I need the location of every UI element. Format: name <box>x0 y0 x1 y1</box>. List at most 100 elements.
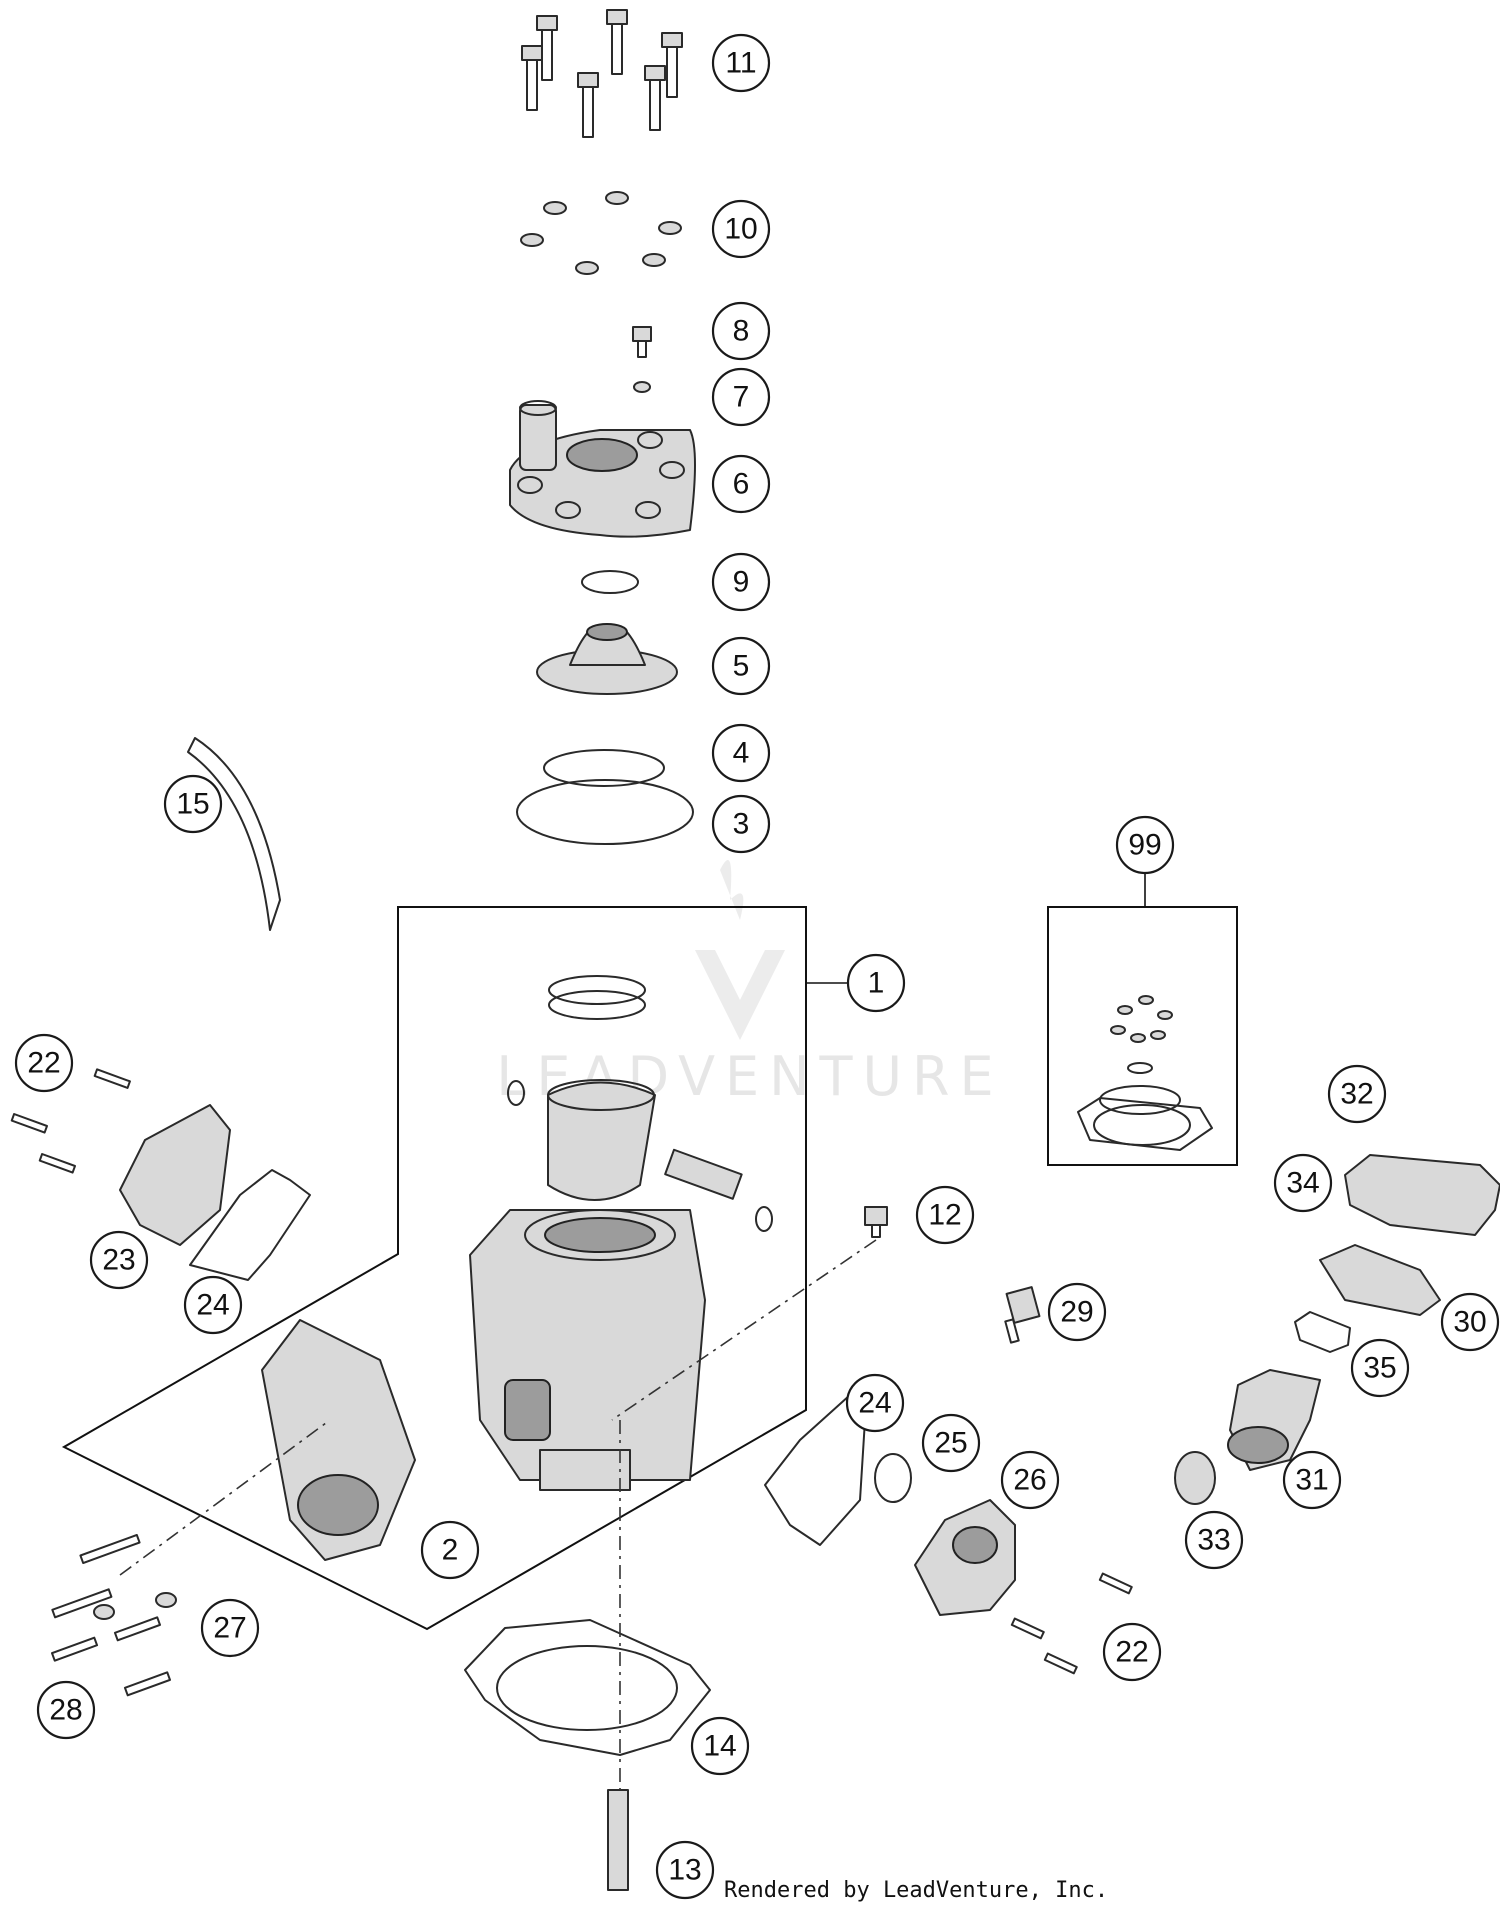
part-14-base-gasket <box>464 1619 711 1756</box>
part-29-sensor <box>1004 1286 1041 1344</box>
part-4-gasket <box>543 749 665 787</box>
part-2-intake <box>261 1319 416 1561</box>
part-31-valve-body <box>1227 1369 1321 1471</box>
kit-99-contents <box>1077 995 1213 1151</box>
part-22-bolts-left <box>10 1068 131 1174</box>
callout-3: 3 <box>711 794 771 854</box>
kit-box-99 <box>1047 906 1238 1166</box>
svg-text:22: 22 <box>27 1047 60 1080</box>
svg-text:22: 22 <box>1115 1636 1148 1669</box>
part-24-gasket-right <box>764 1394 866 1546</box>
svg-text:34: 34 <box>1286 1167 1319 1200</box>
leader-12 <box>611 1239 877 1421</box>
svg-text:31: 31 <box>1295 1464 1328 1497</box>
svg-text:4: 4 <box>733 737 750 770</box>
part-33-cap <box>1174 1451 1216 1505</box>
callout-7: 7 <box>711 367 771 427</box>
part-5-head-insert <box>536 623 678 695</box>
part-10-washers <box>520 191 682 275</box>
part-11-bolts <box>521 9 683 138</box>
callout-29: 29 <box>1047 1282 1107 1342</box>
svg-text:14: 14 <box>703 1730 736 1763</box>
callout-31: 31 <box>1282 1450 1342 1510</box>
svg-text:15: 15 <box>176 788 209 821</box>
svg-text:33: 33 <box>1197 1524 1230 1557</box>
callout-9: 9 <box>711 552 771 612</box>
callout-4: 4 <box>711 723 771 783</box>
svg-text:5: 5 <box>733 650 750 683</box>
watermark: LEADVENTURE <box>496 860 994 1108</box>
callout-30: 30 <box>1440 1292 1500 1352</box>
svg-text:35: 35 <box>1363 1352 1396 1385</box>
svg-text:1: 1 <box>868 967 885 1000</box>
callout-22-left: 22 <box>14 1033 74 1093</box>
callout-10: 10 <box>711 199 771 259</box>
kit-box-1 <box>61 906 807 1631</box>
callout-5: 5 <box>711 636 771 696</box>
svg-text:6: 6 <box>733 468 750 501</box>
svg-text:99: 99 <box>1128 829 1161 862</box>
callout-99: 99 <box>1115 815 1175 875</box>
svg-text:12: 12 <box>928 1199 961 1232</box>
callout-24-right: 24 <box>845 1373 905 1433</box>
callout-8: 8 <box>711 301 771 361</box>
callout-24-left: 24 <box>183 1275 243 1335</box>
kit-1-contents <box>469 975 773 1491</box>
part-15-hose <box>187 737 281 931</box>
part-3-gasket <box>516 779 694 845</box>
part-9-o-ring <box>581 570 639 594</box>
part-24-gasket-left <box>189 1169 311 1281</box>
svg-text:11: 11 <box>725 47 756 80</box>
part-26-cover <box>914 1499 1016 1616</box>
svg-text:8: 8 <box>733 315 750 348</box>
part-27-clamps <box>93 1592 177 1620</box>
callout-1: 1 <box>846 953 906 1013</box>
part-32-actuator <box>1344 1154 1500 1236</box>
svg-text:28: 28 <box>49 1694 82 1727</box>
callout-33: 33 <box>1184 1510 1244 1570</box>
part-7-seal <box>633 381 651 393</box>
callout-15: 15 <box>163 774 223 834</box>
svg-text:24: 24 <box>196 1289 229 1322</box>
callout-23: 23 <box>89 1230 149 1290</box>
svg-text:30: 30 <box>1453 1306 1486 1339</box>
svg-text:9: 9 <box>733 566 750 599</box>
callout-6: 6 <box>711 454 771 514</box>
part-28-bolts <box>51 1533 171 1697</box>
part-6-cylinder-head <box>509 400 696 538</box>
svg-text:2: 2 <box>442 1534 459 1567</box>
callout-2: 2 <box>420 1520 480 1580</box>
callout-12: 12 <box>915 1185 975 1245</box>
svg-text:10: 10 <box>724 213 757 246</box>
callout-11: 11 <box>711 33 771 93</box>
callout-35: 35 <box>1350 1338 1410 1398</box>
rendered-by-credit: Rendered by LeadVenture, Inc. <box>724 1878 1108 1903</box>
part-35-gasket <box>1294 1311 1351 1353</box>
svg-text:26: 26 <box>1013 1464 1046 1497</box>
part-22-bolts-right <box>1010 1572 1133 1675</box>
svg-text:27: 27 <box>213 1612 246 1645</box>
part-14-base-gasket-bore <box>496 1645 678 1731</box>
callout-28: 28 <box>36 1680 96 1740</box>
svg-text:25: 25 <box>934 1427 967 1460</box>
callout-25: 25 <box>921 1413 981 1473</box>
svg-text:7: 7 <box>733 381 750 414</box>
callout-22-right: 22 <box>1102 1622 1162 1682</box>
callout-27: 27 <box>200 1598 260 1658</box>
svg-text:29: 29 <box>1060 1296 1093 1329</box>
svg-text:32: 32 <box>1340 1078 1373 1111</box>
part-8-screw <box>632 326 652 358</box>
svg-text:23: 23 <box>102 1244 135 1277</box>
part-12-plug <box>864 1206 888 1238</box>
part-23-cover <box>119 1104 231 1246</box>
part-25-o-ring <box>874 1453 912 1503</box>
part-13-dowel <box>607 1789 629 1891</box>
svg-text:24: 24 <box>858 1387 891 1420</box>
svg-text:13: 13 <box>668 1854 701 1887</box>
callout-26: 26 <box>1000 1450 1060 1510</box>
svg-text:3: 3 <box>733 808 750 841</box>
callout-14: 14 <box>690 1716 750 1776</box>
part-30-actuator-base <box>1319 1244 1441 1316</box>
callout-32: 32 <box>1327 1064 1387 1124</box>
